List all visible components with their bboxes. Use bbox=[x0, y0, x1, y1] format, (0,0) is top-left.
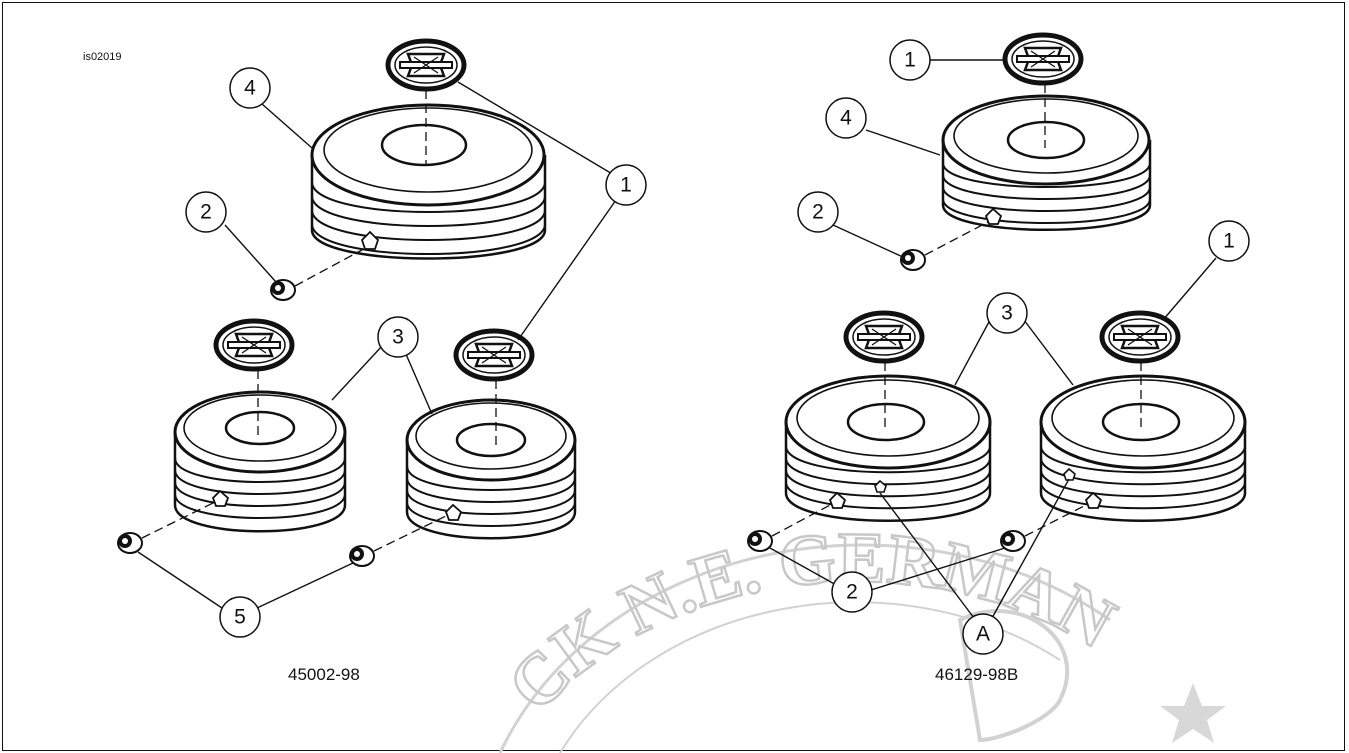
callout-2-right-top: 2 bbox=[797, 191, 839, 233]
kit-left: 4 1 2 3 5 45002-98 bbox=[117, 41, 647, 684]
svg-text:1: 1 bbox=[904, 49, 916, 72]
set-screw-icon bbox=[117, 532, 143, 554]
callout-2-right-bottom: 2 bbox=[831, 571, 873, 613]
emblem-icon bbox=[846, 313, 922, 361]
set-screw-icon bbox=[900, 249, 926, 271]
svg-text:4: 4 bbox=[840, 107, 852, 130]
emblem-icon bbox=[1005, 35, 1081, 83]
svg-text:3: 3 bbox=[392, 326, 404, 349]
callout-3-right: 3 bbox=[986, 292, 1028, 334]
svg-text:3: 3 bbox=[1001, 302, 1013, 325]
emblem-icon bbox=[216, 321, 292, 369]
callout-2-left: 2 bbox=[185, 191, 227, 233]
emblem-icon bbox=[456, 331, 532, 379]
emblem-icon bbox=[388, 41, 464, 89]
kit-part-number-left: 45002-98 bbox=[288, 665, 360, 684]
svg-text:2: 2 bbox=[812, 201, 824, 224]
callout-4-left: 4 bbox=[229, 67, 271, 109]
svg-text:5: 5 bbox=[234, 606, 246, 629]
svg-text:1: 1 bbox=[1223, 230, 1235, 253]
callout-1-left: 1 bbox=[605, 164, 647, 206]
callout-3-left: 3 bbox=[377, 316, 419, 358]
callout-5-left: 5 bbox=[219, 596, 261, 638]
large-knob-left bbox=[310, 103, 547, 260]
large-knob-right bbox=[941, 94, 1152, 231]
callout-a: A bbox=[962, 613, 1004, 655]
set-screw-icon bbox=[747, 530, 773, 552]
callout-4-right: 4 bbox=[825, 97, 867, 139]
callout-1-right-top: 1 bbox=[889, 39, 931, 81]
small-knob-left-1 bbox=[173, 390, 347, 533]
figure-id: is02019 bbox=[83, 51, 122, 63]
callout-1-right: 1 bbox=[1208, 220, 1250, 262]
svg-text:A: A bbox=[976, 623, 990, 646]
svg-text:1: 1 bbox=[620, 174, 632, 197]
small-knob-left-2 bbox=[405, 398, 577, 540]
svg-text:4: 4 bbox=[244, 77, 256, 100]
small-knob-right-1 bbox=[784, 374, 992, 522]
set-screw-icon bbox=[270, 279, 296, 301]
small-knob-right-2 bbox=[1039, 374, 1247, 522]
kit-part-number-right: 46129-98B bbox=[935, 665, 1018, 684]
watermark-text: CK N.E. GERMANY bbox=[0, 0, 1129, 727]
emblem-icon bbox=[1102, 313, 1178, 361]
svg-text:2: 2 bbox=[846, 581, 858, 604]
kit-right: 1 4 2 1 3 2 A 46129-98B bbox=[747, 35, 1250, 684]
set-screw-icon bbox=[349, 545, 375, 567]
svg-text:2: 2 bbox=[200, 201, 212, 224]
